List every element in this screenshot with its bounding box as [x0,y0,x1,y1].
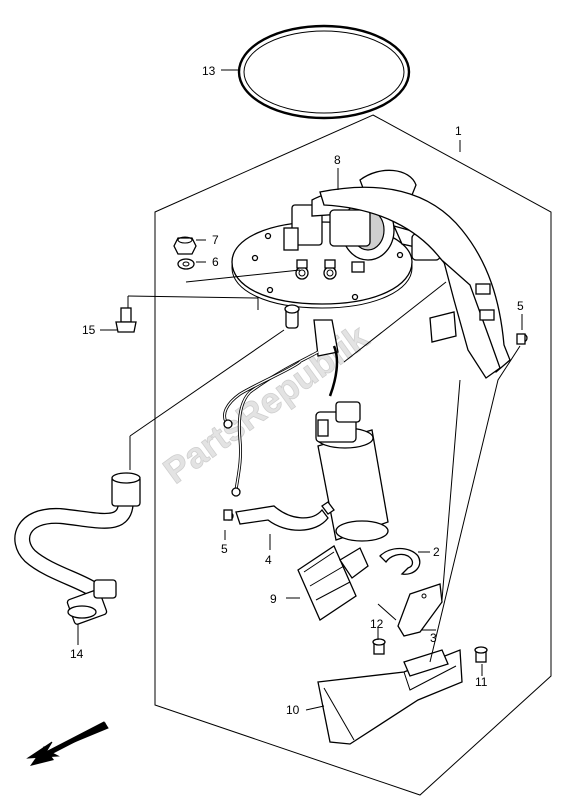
callout-1: 1 [455,124,462,138]
callout-7: 7 [212,233,219,247]
callout-12: 12 [370,617,384,631]
callout-10: 10 [286,703,300,717]
callout-9: 9 [270,592,277,606]
callout-2: 2 [433,545,440,559]
assembly-outline [154,114,552,796]
callout-5-left: 5 [221,542,228,556]
mounting-bracket-arm [319,186,511,379]
leader-lines [77,69,523,711]
callout-labels: 13 1 8 7 6 15 5 5 4 2 9 3 12 11 10 14 [70,64,524,717]
clip-ring [379,547,421,575]
fuel-pump [315,401,389,542]
fuel-hose [14,472,141,625]
callout-8: 8 [334,153,341,167]
screw-right [516,333,528,345]
outlet-pipe [284,304,300,329]
front-arrow-icon [26,721,109,766]
o-ring [237,24,411,120]
bolt [115,307,137,333]
callout-5-right: 5 [517,299,524,313]
protector-cover [317,649,463,745]
screw-11 [474,646,488,663]
callout-3: 3 [430,631,437,645]
washer [177,258,195,270]
nut [173,236,197,255]
sender-plate [377,583,443,637]
callout-14: 14 [70,647,84,661]
callout-13: 13 [202,64,216,78]
callout-6: 6 [212,255,219,269]
screw-left [223,509,234,521]
screw-12 [372,638,386,655]
pump-clamp [235,501,335,531]
callout-15: 15 [82,323,96,337]
wire-harness [223,319,339,497]
callout-4: 4 [265,553,272,567]
callout-11: 11 [475,675,488,689]
fuel-filter [297,545,369,621]
